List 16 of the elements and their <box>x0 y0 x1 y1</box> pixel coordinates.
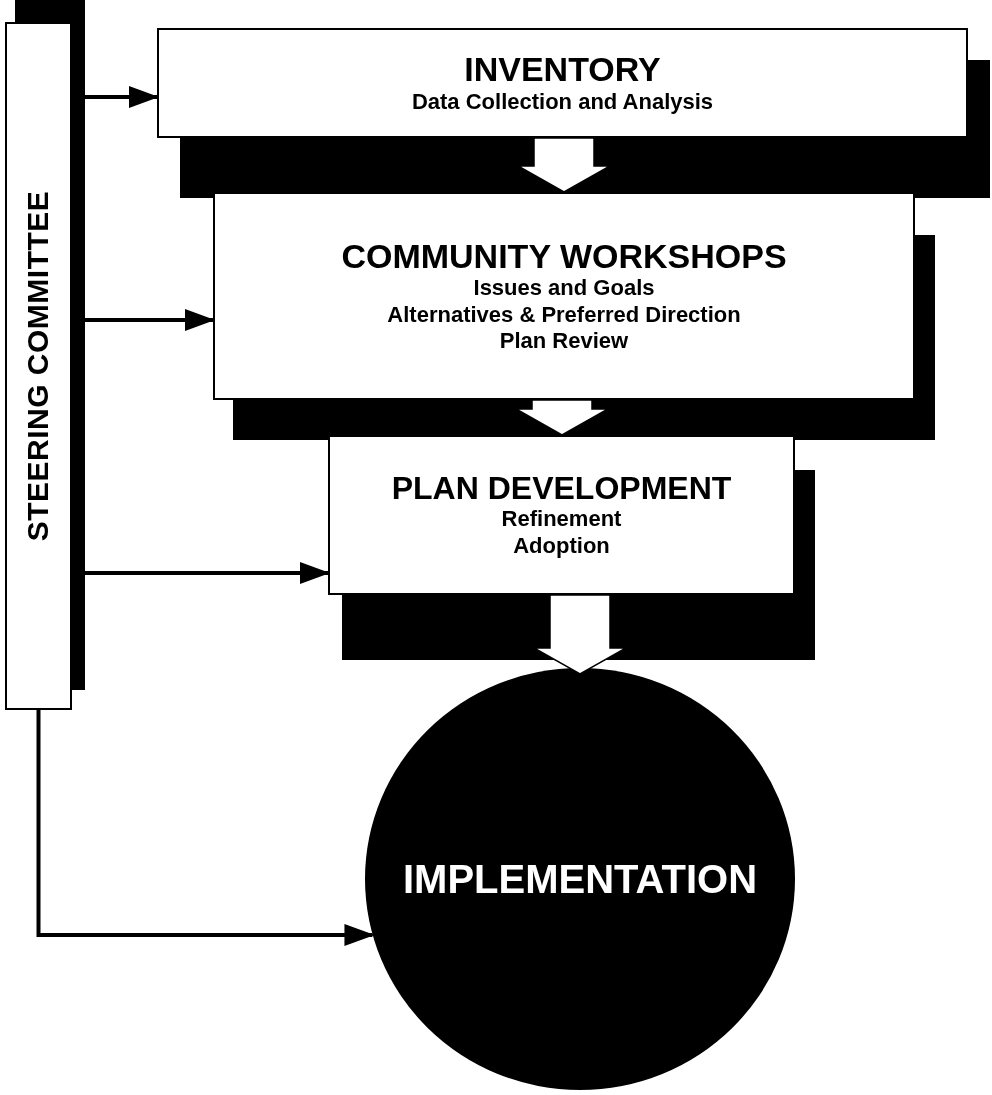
box-title: COMMUNITY WORKSHOPS <box>341 237 787 276</box>
box-subtitle: Plan Review <box>499 327 629 355</box>
box-subtitle: Issues and Goals <box>473 275 655 302</box>
arrow <box>36 710 375 946</box>
box-subtitle: Data Collection and Analysis <box>411 88 714 115</box>
process-box <box>328 435 795 595</box>
node-title: IMPLEMENTATION <box>402 857 757 901</box>
vertical-label: STEERING COMMITTEE <box>21 190 56 542</box>
vertical-box <box>5 22 72 710</box>
process-box <box>213 192 915 400</box>
box-title: INVENTORY <box>464 51 661 89</box>
box-subtitle: Refinement <box>501 506 622 533</box>
box-title: PLAN DEVELOPMENT <box>391 471 732 507</box>
box-subtitle: Adoption <box>513 532 610 559</box>
process-box <box>157 28 968 138</box>
box-subtitle: Alternatives & Preferred Direction <box>387 301 741 328</box>
